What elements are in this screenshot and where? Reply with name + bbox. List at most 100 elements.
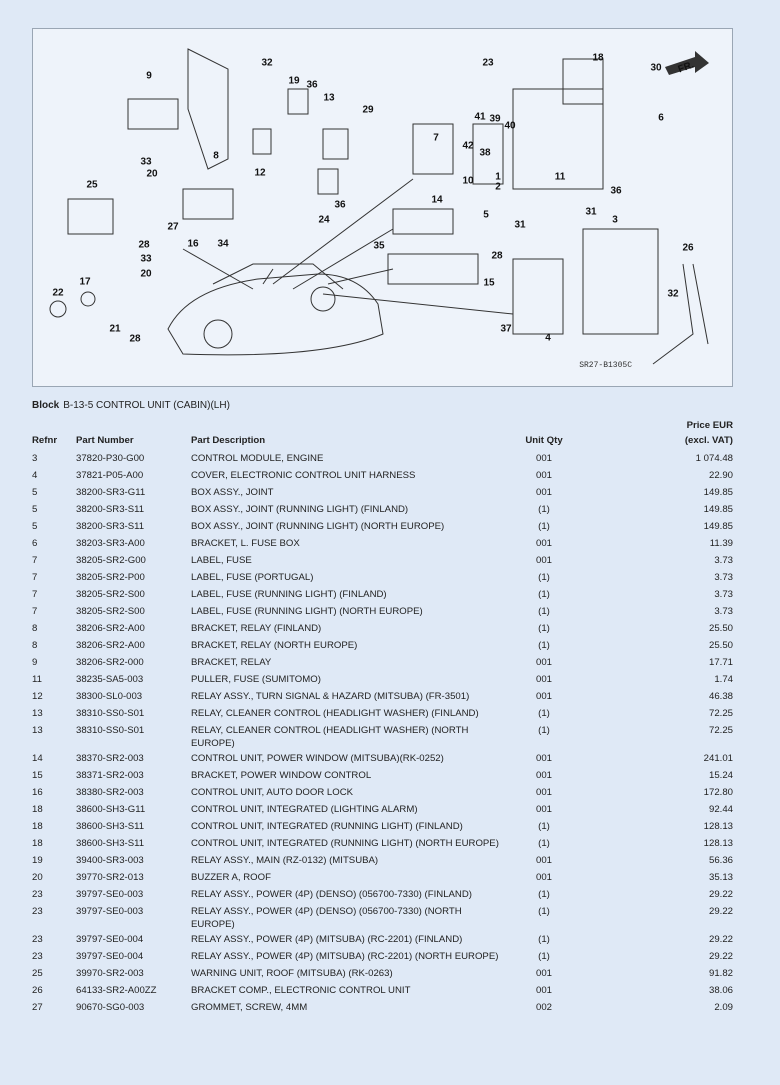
cell-refnr: 5 bbox=[32, 504, 38, 515]
cell-price: 1.74 bbox=[714, 674, 733, 685]
cell-qty: 001 bbox=[535, 985, 552, 996]
cell-refnr: 23 bbox=[32, 934, 43, 945]
cell-refnr: 4 bbox=[32, 470, 38, 481]
cell-part-number: 39797-SE0-003 bbox=[76, 889, 144, 900]
cell-price: 11.39 bbox=[709, 538, 733, 549]
cell-qty: 001 bbox=[535, 855, 552, 866]
cell-qty: (1) bbox=[538, 504, 550, 515]
cell-part-number: 38600-SH3-G11 bbox=[76, 804, 146, 815]
callout-number: 29 bbox=[362, 104, 374, 116]
cell-part-number: 38206-SR2-000 bbox=[76, 657, 144, 668]
callout-number: 13 bbox=[323, 92, 335, 104]
cell-price: 22.90 bbox=[708, 470, 733, 481]
cell-refnr: 11 bbox=[32, 674, 42, 685]
cell-description: RELAY ASSY., POWER (4P) (DENSO) (056700-… bbox=[191, 889, 472, 900]
cell-refnr: 16 bbox=[32, 787, 43, 798]
header-refnr: Refnr bbox=[32, 435, 58, 446]
callout-number: 7 bbox=[433, 132, 439, 144]
cell-description: CONTROL MODULE, ENGINE bbox=[191, 453, 324, 464]
cell-refnr: 5 bbox=[32, 487, 38, 498]
cell-part-number: 38380-SR2-003 bbox=[76, 787, 144, 798]
cell-part-number: 38203-SR3-A00 bbox=[76, 538, 145, 549]
cell-refnr: 13 bbox=[32, 708, 43, 719]
cell-part-number: 38205-SR2-S00 bbox=[76, 606, 145, 617]
cell-qty: (1) bbox=[538, 725, 550, 736]
cell-part-number: 38371-SR2-003 bbox=[76, 770, 144, 781]
cell-description: CONTROL UNIT, AUTO DOOR LOCK bbox=[191, 787, 354, 798]
cell-part-number: 38300-SL0-003 bbox=[76, 691, 143, 702]
cell-refnr: 26 bbox=[32, 985, 43, 996]
cell-qty: 001 bbox=[535, 657, 552, 668]
cell-refnr: 9 bbox=[32, 657, 38, 668]
cell-refnr: 23 bbox=[32, 906, 43, 917]
cell-price: 149.85 bbox=[703, 504, 733, 515]
cell-part-number: 38235-SA5-003 bbox=[76, 674, 144, 685]
cell-price: 3.73 bbox=[714, 572, 733, 583]
cell-price: 38.06 bbox=[708, 985, 733, 996]
cell-refnr: 6 bbox=[32, 538, 38, 549]
cell-part-number: 39970-SR2-003 bbox=[76, 968, 144, 979]
cell-price: 72.25 bbox=[708, 708, 733, 719]
callout-number: 9 bbox=[146, 70, 152, 82]
cell-description: CONTROL UNIT, POWER WINDOW (MITSUBA)(RK-… bbox=[191, 753, 444, 764]
cell-price: 56.36 bbox=[708, 855, 733, 866]
callout-number: 33 bbox=[140, 253, 152, 265]
cell-price: 1 074.48 bbox=[695, 453, 733, 464]
callout-number: 2 bbox=[495, 181, 501, 193]
cell-price: 29.22 bbox=[708, 951, 733, 962]
cell-part-number: 37820-P30-G00 bbox=[76, 453, 145, 464]
cell-description: RELAY ASSY., TURN SIGNAL & HAZARD (MITSU… bbox=[191, 691, 470, 702]
cell-description: LABEL, FUSE bbox=[191, 555, 252, 566]
cell-price: 25.50 bbox=[708, 640, 733, 651]
callout-number: 27 bbox=[167, 221, 179, 233]
callout-number: 6 bbox=[658, 112, 664, 124]
cell-qty: (1) bbox=[538, 589, 550, 600]
callout-number: 36 bbox=[334, 199, 346, 211]
cell-refnr: 14 bbox=[32, 753, 43, 764]
cell-price: 241.01 bbox=[703, 753, 733, 764]
header-part-number: Part Number bbox=[76, 435, 134, 446]
cell-description: CONTROL UNIT, INTEGRATED (RUNNING LIGHT)… bbox=[191, 821, 463, 832]
cell-part-number: 38310-SS0-S01 bbox=[76, 725, 145, 736]
cell-price: 128.13 bbox=[703, 821, 733, 832]
callout-number: 4 bbox=[545, 332, 551, 344]
cell-part-number: 38205-SR2-S00 bbox=[76, 589, 145, 600]
cell-qty: (1) bbox=[538, 708, 550, 719]
callout-number: 26 bbox=[682, 242, 694, 254]
cell-price: 15.24 bbox=[708, 770, 733, 781]
cell-price: 2.09 bbox=[714, 1002, 733, 1013]
callout-number: 10 bbox=[462, 175, 474, 187]
callout-number: 25 bbox=[86, 179, 98, 191]
cell-refnr: 25 bbox=[32, 968, 43, 979]
cell-description: BRACKET, POWER WINDOW CONTROL bbox=[191, 770, 372, 781]
cell-description: GROMMET, SCREW, 4MM bbox=[191, 1002, 308, 1013]
cell-refnr: 13 bbox=[32, 725, 43, 736]
cell-description: LABEL, FUSE (RUNNING LIGHT) (FINLAND) bbox=[191, 589, 387, 600]
parts-table: Refnr Part Number Part Description Unit … bbox=[30, 418, 735, 1018]
cell-part-number: 38206-SR2-A00 bbox=[76, 623, 145, 634]
cell-price: 46.38 bbox=[708, 691, 733, 702]
cell-refnr: 8 bbox=[32, 640, 38, 651]
callout-number: 38 bbox=[479, 147, 491, 159]
cell-qty: 001 bbox=[535, 804, 552, 815]
cell-refnr: 15 bbox=[32, 770, 43, 781]
cell-refnr: 20 bbox=[32, 872, 43, 883]
callout-number: 32 bbox=[261, 57, 273, 69]
cell-description: BRACKET, RELAY (FINLAND) bbox=[191, 623, 322, 634]
callout-number: 12 bbox=[254, 167, 266, 179]
cell-qty: (1) bbox=[538, 838, 550, 849]
cell-qty: 001 bbox=[535, 691, 552, 702]
cell-description: BRACKET COMP., ELECTRONIC CONTROL UNIT bbox=[191, 985, 411, 996]
